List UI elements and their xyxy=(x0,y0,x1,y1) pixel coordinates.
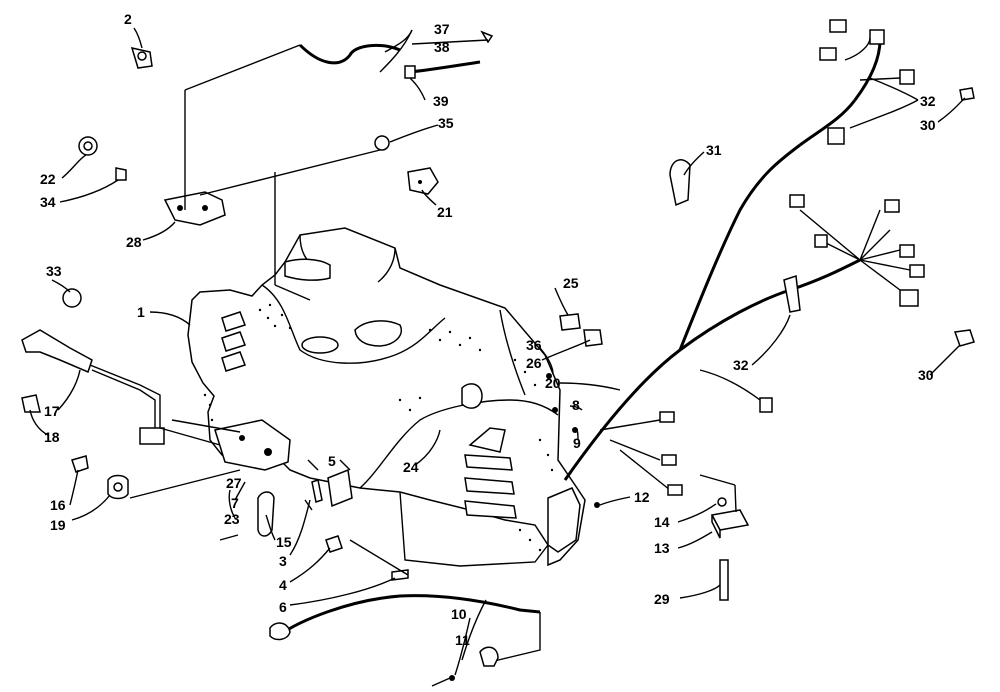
callout-24: 24 xyxy=(403,459,419,475)
callout-30-top: 30 xyxy=(920,117,936,133)
callout-16: 16 xyxy=(50,497,66,513)
callout-23: 23 xyxy=(224,511,240,527)
callout-9: 9 xyxy=(573,435,581,451)
callout-7: 7 xyxy=(231,495,239,511)
headlight-bracket xyxy=(163,44,381,301)
callout-18: 18 xyxy=(44,429,60,445)
callout-30-right: 30 xyxy=(918,367,934,383)
callout-19: 19 xyxy=(50,517,66,533)
shading-dots xyxy=(203,303,554,552)
assembly-lines-left xyxy=(159,419,241,446)
callout-5: 5 xyxy=(328,453,336,469)
callout-31: 31 xyxy=(706,142,722,158)
callout-35: 34 xyxy=(40,194,56,210)
callout-40: 39 xyxy=(433,93,449,109)
callout-12: 12 xyxy=(634,489,650,505)
callout-4: 4 xyxy=(279,577,287,593)
leader-lines xyxy=(29,27,966,676)
callout-29: 29 xyxy=(654,591,670,607)
callout-26: 26 xyxy=(526,355,542,371)
callout-27: 27 xyxy=(226,475,242,491)
regulator-13 xyxy=(699,474,750,601)
wire-38 xyxy=(298,30,494,79)
callout-37: 36 xyxy=(526,337,542,353)
callout-2: 2 xyxy=(124,11,132,27)
callout-21: 21 xyxy=(437,204,453,220)
callout-13: 13 xyxy=(654,540,670,556)
callout-17: 17 xyxy=(44,403,60,419)
callout-25: 25 xyxy=(563,275,579,291)
switch-2 xyxy=(130,46,153,69)
callout-6: 6 xyxy=(279,599,287,615)
callout-34: 33 xyxy=(46,263,62,279)
callout-32: 32 xyxy=(733,357,749,373)
parts-16-19 xyxy=(71,455,241,500)
wiring-harness xyxy=(563,19,975,496)
callout-14: 14 xyxy=(654,514,670,530)
callout-3: 3 xyxy=(279,553,287,569)
screws-3-6 xyxy=(311,479,409,581)
callout-15: 15 xyxy=(276,534,292,550)
callout-8: 8 xyxy=(572,397,580,413)
callout-38: 37 xyxy=(434,21,450,37)
callout-labels: 2 37 38 39 35 21 22 34 28 33 1 17 18 16 … xyxy=(40,11,936,648)
throttle-cable-17 xyxy=(21,288,165,445)
callout-28: 28 xyxy=(126,234,142,250)
callout-10: 10 xyxy=(451,606,467,622)
callout-20: 20 xyxy=(545,375,561,391)
callout-39: 38 xyxy=(434,39,450,55)
callout-36: 35 xyxy=(438,115,454,131)
hardware-25-26-37 xyxy=(546,313,603,508)
callout-11: 11 xyxy=(455,632,470,648)
ground-wire-10-11 xyxy=(269,594,541,687)
callout-1: 1 xyxy=(137,304,145,320)
console-housing xyxy=(187,227,586,567)
callout-33: 32 xyxy=(920,93,936,109)
small-parts-top xyxy=(78,135,439,195)
callout-22: 22 xyxy=(40,171,56,187)
